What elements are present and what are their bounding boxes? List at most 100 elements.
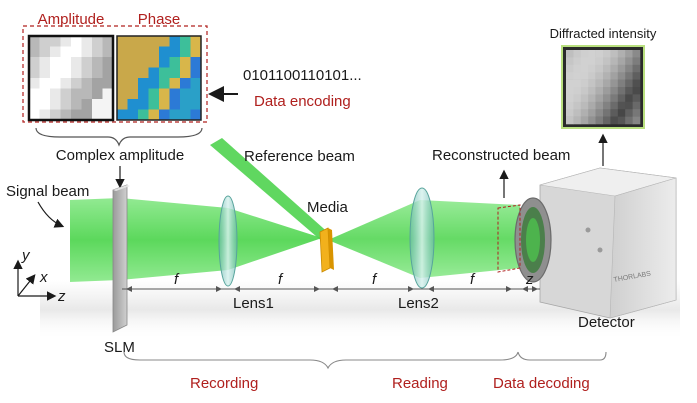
phaseGrid-cell (180, 46, 191, 58)
ampGrid-cell (29, 46, 40, 58)
amplitude-pattern (29, 36, 114, 121)
phaseGrid-cell (169, 36, 181, 47)
phaseGrid-cell (127, 88, 139, 100)
diffGrid-cell (603, 116, 611, 125)
dashed-frame (22, 25, 208, 123)
axis-y-label: y (21, 247, 31, 264)
diffGrid-cell (625, 57, 633, 66)
phaseGrid-cell (159, 88, 170, 100)
phaseGrid-cell (138, 99, 149, 110)
ampGrid-cell (71, 57, 82, 68)
phaseGrid-cell (117, 78, 128, 89)
diffracted-pattern (566, 50, 641, 125)
diffGrid-cell (580, 64, 589, 73)
diffGrid-cell (603, 109, 611, 117)
phaseGrid-cell (159, 99, 170, 110)
reading-label: Reading (392, 375, 448, 392)
ampGrid-cell (29, 88, 40, 100)
diffGrid-cell (610, 87, 619, 95)
diffGrid-cell (588, 87, 596, 95)
ampGrid-cell (39, 78, 51, 89)
diffGrid-cell (573, 64, 582, 73)
diffGrid-cell (595, 64, 604, 73)
ampGrid-cell (60, 78, 72, 89)
diffGrid-cell (573, 116, 582, 125)
diffGrid-cell (632, 94, 641, 103)
diffGrid-cell (617, 101, 626, 110)
diffGrid-cell (580, 79, 589, 88)
diffGrid-cell (625, 64, 633, 73)
phaseGrid-cell (180, 57, 191, 68)
ampGrid-cell (29, 99, 40, 110)
slm (112, 184, 130, 333)
phaseGrid-cell (180, 36, 191, 47)
phaseGrid-cell (148, 88, 160, 100)
diffGrid-cell (566, 116, 574, 125)
ampGrid-cell (50, 36, 61, 47)
data-encoding-label: Data encoding (254, 93, 351, 110)
ampGrid-cell (102, 88, 114, 100)
lens2-label: Lens2 (398, 295, 439, 312)
diffGrid-cell (625, 79, 633, 88)
phaseGrid-cell (117, 99, 128, 110)
ampGrid-cell (50, 99, 61, 110)
diffGrid-cell (632, 109, 641, 117)
diffGrid-cell (595, 57, 604, 66)
phaseGrid-cell (138, 88, 149, 100)
diffGrid-cell (588, 79, 596, 88)
ampGrid-cell (60, 36, 72, 47)
diffGrid-cell (566, 94, 574, 103)
ampGrid-cell (60, 57, 72, 68)
ampGrid-cell (60, 88, 72, 100)
diffGrid-cell (610, 72, 619, 80)
phaseGrid-cell (127, 57, 139, 68)
ampGrid-cell (29, 36, 40, 47)
diffGrid-cell (580, 57, 589, 66)
diffGrid-cell (588, 57, 596, 66)
phaseGrid-cell (190, 88, 202, 100)
ampGrid-cell (81, 67, 93, 79)
ampGrid-cell (39, 67, 51, 79)
diffGrid-cell (603, 72, 611, 80)
distance-line: f f f f z (122, 271, 540, 292)
decoding-brace (517, 351, 607, 361)
lens1-label: Lens1 (233, 295, 274, 312)
ampGrid-cell (60, 46, 72, 58)
ampGrid-cell (92, 36, 103, 47)
phaseGrid-cell (127, 99, 139, 110)
phaseGrid-cell (169, 46, 181, 58)
phaseGrid-cell (190, 99, 202, 110)
diffGrid-cell (588, 116, 596, 125)
phaseGrid-cell (127, 78, 139, 89)
diffGrid-cell (603, 94, 611, 103)
phaseGrid-cell (117, 46, 128, 58)
axis-x-label: x (39, 269, 48, 286)
diffGrid-cell (580, 50, 589, 58)
diffracted-intensity-label: Diffracted intensity (550, 26, 657, 41)
phaseGrid-cell (169, 99, 181, 110)
phaseGrid-cell (169, 109, 181, 121)
ampGrid-cell (50, 109, 61, 121)
diffGrid-cell (617, 109, 626, 117)
phaseGrid-cell (169, 67, 181, 79)
diffGrid-cell (595, 72, 604, 80)
phase-label: Phase (138, 11, 181, 28)
diffGrid-cell (573, 109, 582, 117)
diffGrid-cell (625, 87, 633, 95)
diffGrid-cell (573, 87, 582, 95)
ampGrid-cell (50, 78, 61, 89)
diffGrid-cell (595, 50, 604, 58)
diffGrid-cell (588, 109, 596, 117)
diffGrid-cell (617, 64, 626, 73)
diffGrid-cell (588, 94, 596, 103)
diffGrid-cell (603, 64, 611, 73)
diffGrid-cell (580, 72, 589, 80)
diffGrid-cell (632, 87, 641, 95)
diffGrid-cell (566, 50, 574, 58)
diffGrid-cell (632, 50, 641, 58)
ampGrid-cell (39, 88, 51, 100)
ampGrid-cell (102, 67, 114, 79)
diffGrid-cell (595, 87, 604, 95)
diffGrid-cell (580, 109, 589, 117)
reference-beam (210, 138, 332, 243)
